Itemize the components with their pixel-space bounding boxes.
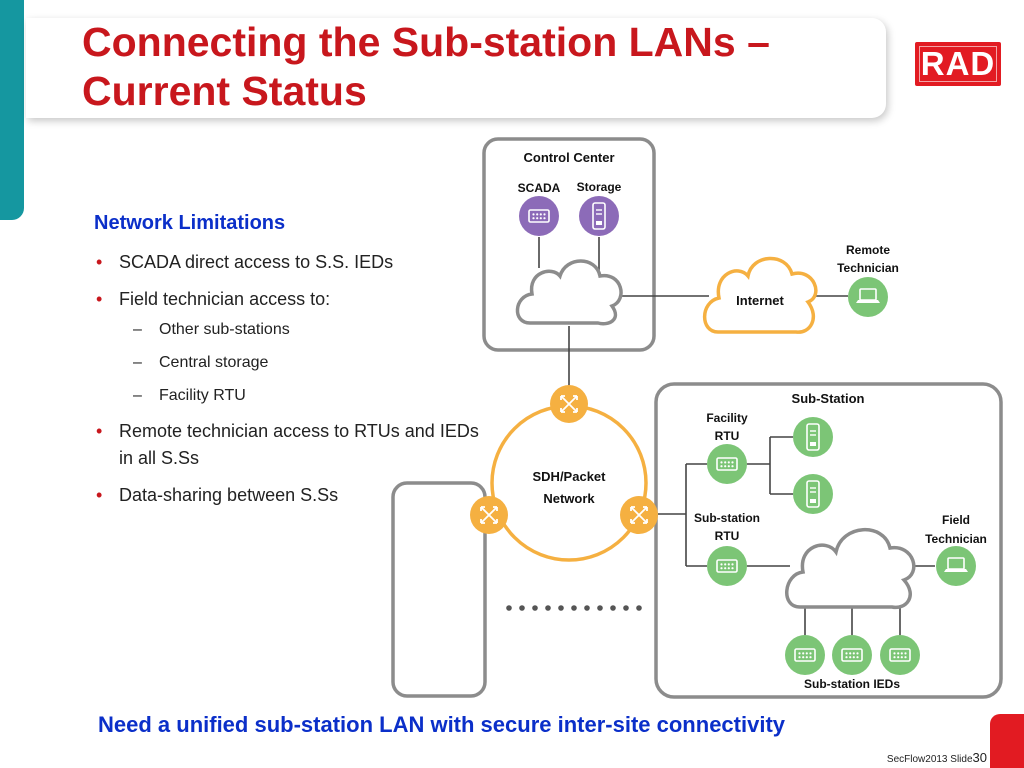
remote-tech-label-2: Technician [837,261,899,275]
ring-switch-left [470,496,508,534]
ss-rtu-label-2: RTU [715,529,740,543]
footer-slide-label: Slide [950,754,973,765]
scada-icon [519,196,559,236]
ied-icon-3 [880,635,920,675]
control-center-label: Control Center [524,150,615,165]
sub-bullet-other-substations: Other sub-stations [133,319,484,341]
connection-lines [538,237,935,635]
ss-rtu-label-1: Sub-station [694,511,760,525]
footer-event: SecFlow2013 [886,754,948,765]
field-tech-label-1: Field [942,513,970,527]
scada-label: SCADA [518,181,561,195]
bullet-data-sharing: Data-sharing between S.Ss [94,482,484,509]
sub-bullet-facility-rtu: Facility RTU [133,385,484,407]
sdh-label-line1: SDH/Packet [533,469,607,484]
ring-switch-right [620,496,658,534]
section-heading: Network Limitations [94,212,286,234]
substation-label: Sub-Station [792,391,865,406]
substation-storage-icon-1 [793,417,833,457]
rad-logo: RAD [915,42,1001,86]
limitations-list: SCADA direct access to S.S. IEDs Field t… [94,249,484,509]
substation-box [654,382,1003,699]
ied-icon-2 [832,635,872,675]
ied-icon-1 [785,635,825,675]
internet-label: Internet [736,293,784,308]
facility-rtu-icon [707,444,747,484]
teal-side-tab [0,0,24,220]
remote-technician-laptop-icon [848,277,888,317]
facility-rtu-label-1: Facility [706,411,748,425]
field-tech-sublist: Other sub-stations Central storage Facil… [133,319,484,407]
dotted-link [506,605,642,611]
ieds-label: Sub-station IEDs [804,677,900,691]
field-tech-label-2: Technician [925,532,987,546]
storage-label: Storage [577,180,622,194]
internet-cloud [703,256,818,334]
substation-cloud [785,528,916,610]
bullet-field-tech: Field technician access to: Other sub-st… [94,286,484,407]
title-bar [26,18,886,118]
ring-switch-top [550,385,588,423]
facility-rtu-label-2: RTU [715,429,740,443]
field-technician-laptop-icon [936,546,976,586]
limitations-panel: Network Limitations SCADA direct access … [94,210,484,519]
sdh-label-line2: Network [543,491,595,506]
remote-tech-label-1: Remote [846,243,890,257]
storage-icon [579,196,619,236]
slide-footer: SecFlow2013 Slide30 [887,750,987,765]
slide-title: Connecting the Sub-station LANs – Curren… [82,19,770,114]
other-substation-box [391,481,487,698]
bullet-remote-tech: Remote technician access to RTUs and IED… [94,418,484,472]
control-center-cloud [515,259,623,326]
bottom-message: Need a unified sub-station LAN with secu… [98,712,786,737]
sub-bullet-central-storage: Central storage [133,352,484,374]
substation-rtu-icon [707,546,747,586]
bullet-field-tech-text: Field technician access to: [119,289,331,309]
corner-accent [990,714,1024,768]
substation-storage-icon-2 [793,474,833,514]
bullet-scada-access: SCADA direct access to S.S. IEDs [94,249,484,276]
footer-slide-number: 30 [972,750,987,765]
